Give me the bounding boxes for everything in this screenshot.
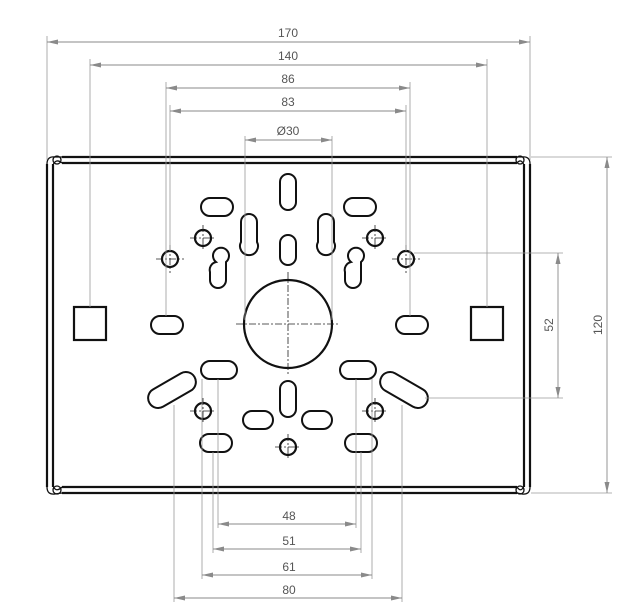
square-tab-left <box>72 305 108 342</box>
slots <box>147 173 429 453</box>
dim-label-diameter-30: Ø30 <box>277 124 300 138</box>
dim-label-61: 61 <box>282 560 296 574</box>
keyhole-upper-right <box>316 213 336 257</box>
slot-lower-left <box>200 360 238 380</box>
slot-bottom-left <box>199 433 233 453</box>
dim-label-86: 86 <box>281 72 295 86</box>
slot-upper-left <box>200 197 234 217</box>
slot-small-left <box>242 410 274 430</box>
keyhole-upper-left <box>239 213 259 257</box>
dim-label-80: 80 <box>282 583 296 597</box>
slot-mid-right <box>395 315 429 335</box>
slot-upper-right <box>343 197 377 217</box>
dimension-labels: 170 140 86 83 Ø30 48 51 61 80 52 120 <box>277 26 605 597</box>
slot-diagonal-left <box>147 371 197 409</box>
square-tab-right <box>469 305 505 342</box>
slot-top-long <box>279 173 297 211</box>
plate-outline <box>45 155 532 495</box>
dim-label-170: 170 <box>278 26 298 40</box>
keyhole-slots <box>208 213 365 289</box>
dim-label-83: 83 <box>281 95 295 109</box>
hole-lower-left <box>190 398 216 424</box>
slot-bottom-center <box>279 380 297 418</box>
slot-diagonal-right <box>379 371 429 409</box>
mounting-holes <box>156 225 420 460</box>
dim-label-140: 140 <box>278 49 298 63</box>
keyhole-lower-right <box>343 246 365 289</box>
dim-label-48: 48 <box>282 509 296 523</box>
dimension-lines <box>47 39 610 601</box>
slot-small-right <box>301 410 333 430</box>
dim-label-51: 51 <box>282 534 296 548</box>
slot-lower-right <box>339 360 377 380</box>
slot-mid-left <box>150 315 184 335</box>
hole-upper-right <box>362 225 388 251</box>
slot-top-short <box>279 234 297 266</box>
dim-label-52: 52 <box>542 318 556 332</box>
keyhole-lower-left <box>208 246 230 289</box>
hole-bottom-center <box>275 434 301 460</box>
center-hole <box>236 272 340 376</box>
dim-label-120: 120 <box>591 315 605 335</box>
hole-upper-left <box>190 225 216 251</box>
hole-lower-right <box>362 398 388 424</box>
extension-lines <box>46 36 612 602</box>
